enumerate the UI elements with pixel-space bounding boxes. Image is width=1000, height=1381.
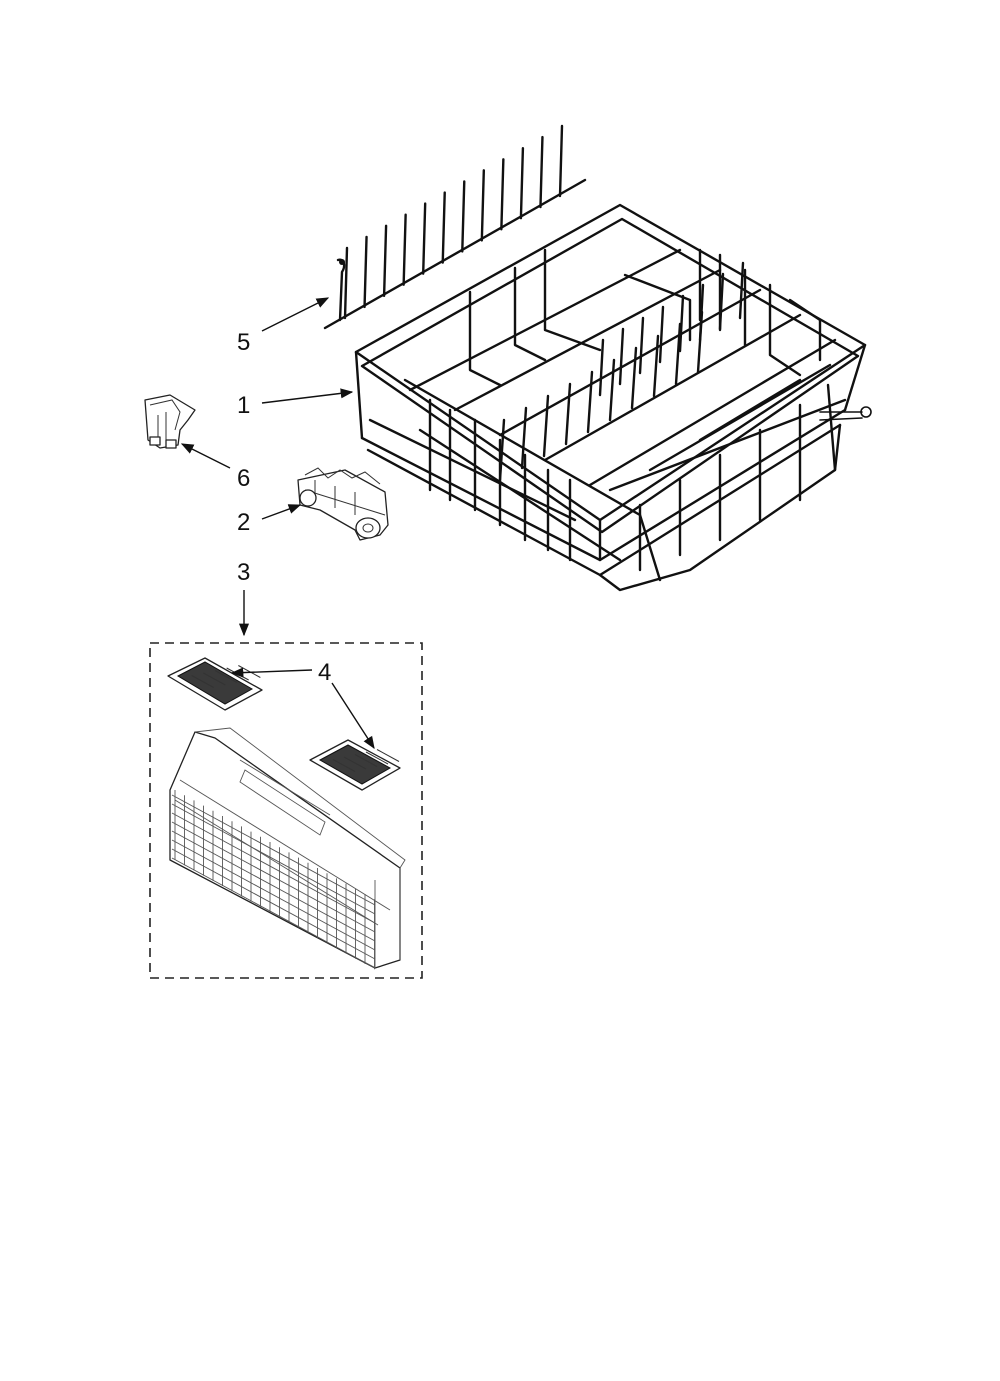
basket-lid-part bbox=[309, 739, 401, 791]
silverware-basket-kit bbox=[149, 642, 423, 979]
silverware-basket bbox=[169, 727, 406, 970]
kit-boundary bbox=[149, 642, 423, 979]
lower-dishrack-part bbox=[354, 203, 872, 592]
callout-leaders bbox=[180, 297, 375, 750]
rack-clip-part bbox=[144, 394, 196, 449]
callout-4: 4 bbox=[318, 659, 331, 686]
basket-lid-part bbox=[167, 657, 263, 711]
callout-2: 2 bbox=[237, 509, 250, 536]
callout-3: 3 bbox=[237, 559, 250, 586]
wheel-assembly-part bbox=[297, 467, 389, 541]
callout-6: 6 bbox=[237, 465, 250, 492]
callout-1: 1 bbox=[237, 392, 250, 419]
tine-row-part bbox=[323, 124, 587, 330]
callout-5: 5 bbox=[237, 329, 250, 356]
